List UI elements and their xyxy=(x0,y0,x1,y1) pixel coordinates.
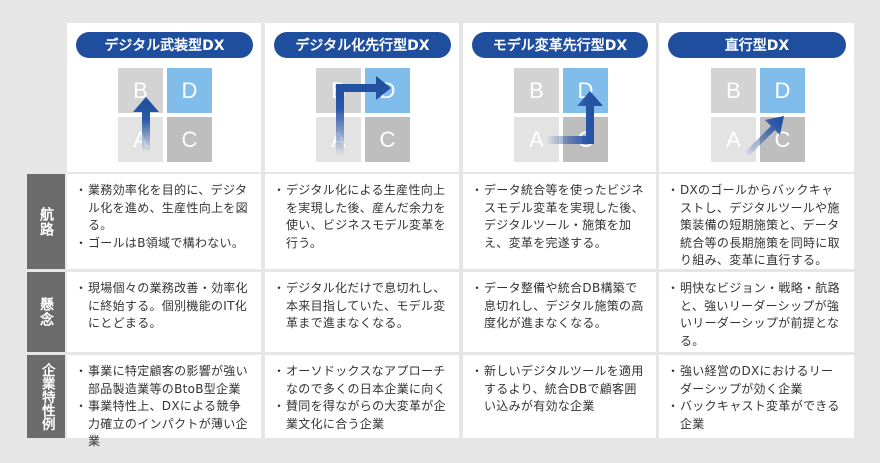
concern-cell: データ整備や統合DB構築で息切れし、デジタル施策の高度化が進まなくなる。 xyxy=(463,272,656,352)
transition-arrow-icon xyxy=(336,76,391,156)
quadrant-diagram: B D A C xyxy=(118,68,214,164)
bullet-item: 強い経営のDXにおけるリーダーシップが効く企業 xyxy=(667,363,844,398)
quadrant-c: C xyxy=(167,117,212,162)
row-label-concern: 懸念 xyxy=(27,272,65,352)
type-title-pill: モデル変革先行型DX xyxy=(472,32,648,58)
quadrant-b: B xyxy=(711,68,756,113)
bullet-item: データ整備や統合DB構築で息切れし、デジタル施策の高度化が進まなくなる。 xyxy=(471,280,646,333)
bullet-item: デジタル化だけで息切れし、本来目指していた、モデル変革まで進まなくなる。 xyxy=(273,280,449,333)
bullet-item: 賛同を得ながらの大変革が企業文化に合う企業 xyxy=(273,398,449,433)
column-header: モデル変革先行型DX B D A C xyxy=(463,23,656,172)
quadrant-diagram: B D A C xyxy=(316,68,412,164)
type-title-pill: デジタル化先行型DX xyxy=(274,32,451,58)
examples-cell: 事業に特定顧客の影響が強い部品製造業等のBtoB型企業事業特性上、DXによる競争… xyxy=(67,355,261,448)
bullet-item: 明快なビジョン・戦略・航路と、強いリーダーシップが強いリーダーシップが前提となる… xyxy=(667,280,844,350)
row-label-examples: 企業特性例 xyxy=(27,355,65,438)
bullet-item: 事業特性上、DXによる競争力確立のインパクトが薄い企業 xyxy=(75,398,251,451)
bullet-item: オーソドックスなアプローチなので多くの日本企業に向く xyxy=(273,363,449,398)
concern-cell: 現場個々の業務改善・効率化に終始する。個別機能のIT化にとどまる。 xyxy=(67,272,261,352)
quadrant-b: B xyxy=(514,68,559,113)
column-header: デジタル武装型DX B D A C xyxy=(67,23,261,172)
route-cell: 業務効率化を目的に、デジタル化を進め、生産性向上を図る。ゴールはB領域で構わない… xyxy=(67,174,261,269)
transition-arrow-icon xyxy=(133,97,159,152)
bullet-item: バックキャスト変革ができる企業 xyxy=(667,398,844,433)
row-label-route: 航路 xyxy=(27,174,65,269)
type-title-pill: デジタル武装型DX xyxy=(76,32,253,58)
bullet-item: 業務効率化を目的に、デジタル化を進め、生産性向上を図る。 xyxy=(75,182,251,235)
concern-cell: デジタル化だけで息切れし、本来目指していた、モデル変革まで進まなくなる。 xyxy=(265,272,459,352)
quadrant-d: D xyxy=(167,68,212,113)
route-cell: デジタル化による生産性向上を実現した後、産んだ余力を使い、ビジネスモデル変革を行… xyxy=(265,174,459,269)
examples-cell: 新しいデジタルツールを適用するより、統合DBで顧客囲い込みが有効な企業 xyxy=(463,355,656,438)
quadrant-c: C xyxy=(365,117,410,162)
transition-arrow-icon xyxy=(546,91,603,144)
quadrant-diagram: B D A C xyxy=(514,68,610,164)
quadrant-d: D xyxy=(760,68,805,113)
bullet-item: ゴールはB領域で構わない。 xyxy=(75,235,251,253)
concern-cell: 明快なビジョン・戦略・航路と、強いリーダーシップが強いリーダーシップが前提となる… xyxy=(659,272,854,352)
column-header: デジタル化先行型DX B D A C xyxy=(265,23,459,172)
route-cell: DXのゴールからバックキャストし、デジタルツールや施策装備の短期施策と、データ統… xyxy=(659,174,854,269)
bullet-item: 事業に特定顧客の影響が強い部品製造業等のBtoB型企業 xyxy=(75,363,251,398)
examples-cell: オーソドックスなアプローチなので多くの日本企業に向く賛同を得ながらの大変革が企業… xyxy=(265,355,459,438)
bullet-item: デジタル化による生産性向上を実現した後、産んだ余力を使い、ビジネスモデル変革を行… xyxy=(273,182,449,252)
bullet-item: DXのゴールからバックキャストし、デジタルツールや施策装備の短期施策と、データ統… xyxy=(667,182,844,270)
quadrant-c: C xyxy=(760,117,805,162)
quadrant-diagram: B D A C xyxy=(711,68,807,164)
column-header: 直行型DX B D A C xyxy=(659,23,854,172)
bullet-item: 新しいデジタルツールを適用するより、統合DBで顧客囲い込みが有効な企業 xyxy=(471,363,646,416)
type-title-pill: 直行型DX xyxy=(668,32,846,58)
bullet-item: 現場個々の業務改善・効率化に終始する。個別機能のIT化にとどまる。 xyxy=(75,280,251,333)
route-cell: データ統合等を使ったビジネスモデル変革を実現した後、デジタルツール・施策を加え、… xyxy=(463,174,656,269)
transition-arrow-icon xyxy=(745,116,784,156)
examples-cell: 強い経営のDXにおけるリーダーシップが効く企業バックキャスト変革ができる企業 xyxy=(659,355,854,438)
bullet-item: データ統合等を使ったビジネスモデル変革を実現した後、デジタルツール・施策を加え、… xyxy=(471,182,646,252)
